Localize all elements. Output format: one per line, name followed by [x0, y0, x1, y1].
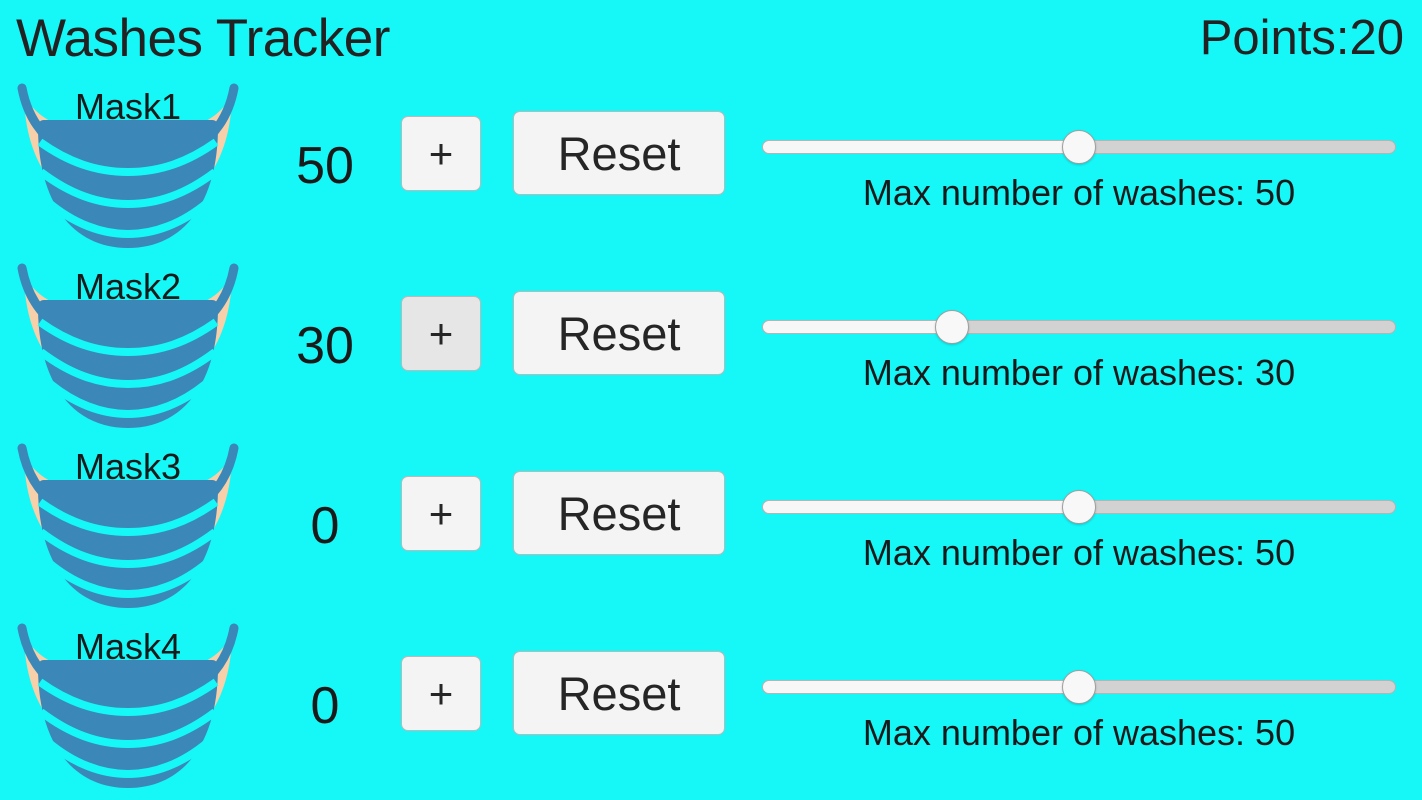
- slider-thumb[interactable]: [1062, 490, 1096, 524]
- reset-button[interactable]: Reset: [513, 651, 725, 735]
- wash-count: 0: [310, 497, 340, 555]
- slider-caption: Max number of washes: 50: [862, 532, 1296, 573]
- max-washes-slider[interactable]: [762, 490, 1396, 524]
- reset-button[interactable]: Reset: [513, 291, 725, 375]
- max-washes-slider-group: Max number of washes: 50: [762, 436, 1396, 616]
- max-washes-slider[interactable]: [762, 670, 1396, 704]
- mask-row: Mask1 50 + Reset Max number of washes: 5…: [0, 76, 1422, 256]
- max-washes-slider[interactable]: [762, 310, 1396, 344]
- slider-caption: Max number of washes: 50: [862, 712, 1296, 753]
- slider-fill: [762, 500, 1079, 514]
- increment-button[interactable]: +: [401, 476, 481, 551]
- max-washes-slider-group: Max number of washes: 50: [762, 76, 1396, 256]
- slider-caption: Max number of washes: 30: [862, 352, 1296, 393]
- wash-count: 0: [310, 677, 340, 735]
- max-washes-slider-group: Max number of washes: 50: [762, 616, 1396, 796]
- face-mask-icon: [8, 262, 248, 434]
- app-header: Washes Tracker Points:20: [0, 0, 1422, 76]
- mask-row: Mask4 0 + Reset Max number of washes: 50: [0, 616, 1422, 796]
- increment-button[interactable]: +: [401, 296, 481, 371]
- reset-button[interactable]: Reset: [513, 471, 725, 555]
- page-title: Washes Tracker: [16, 8, 390, 68]
- max-washes-slider-group: Max number of washes: 30: [762, 256, 1396, 436]
- wash-count: 50: [296, 137, 354, 195]
- increment-button[interactable]: +: [401, 656, 481, 731]
- slider-fill: [762, 320, 953, 334]
- mask-rows-list: Mask1 50 + Reset Max number of washes: 5…: [0, 76, 1422, 796]
- slider-thumb[interactable]: [1062, 130, 1096, 164]
- wash-count: 30: [296, 317, 354, 375]
- face-mask-icon: [8, 82, 248, 254]
- slider-fill: [762, 140, 1079, 154]
- reset-button[interactable]: Reset: [513, 111, 725, 195]
- slider-thumb[interactable]: [935, 310, 970, 344]
- face-mask-icon: [8, 622, 248, 794]
- mask-row: Mask3 0 + Reset Max number of washes: 50: [0, 436, 1422, 616]
- max-washes-slider[interactable]: [762, 130, 1396, 164]
- mask-row: Mask2 30 + Reset Max number of washes: 3…: [0, 256, 1422, 436]
- slider-thumb[interactable]: [1062, 670, 1096, 704]
- slider-caption: Max number of washes: 50: [862, 172, 1296, 213]
- slider-fill: [762, 680, 1079, 694]
- face-mask-icon: [8, 442, 248, 614]
- increment-button[interactable]: +: [401, 116, 481, 191]
- points-counter: Points:20: [1199, 10, 1404, 65]
